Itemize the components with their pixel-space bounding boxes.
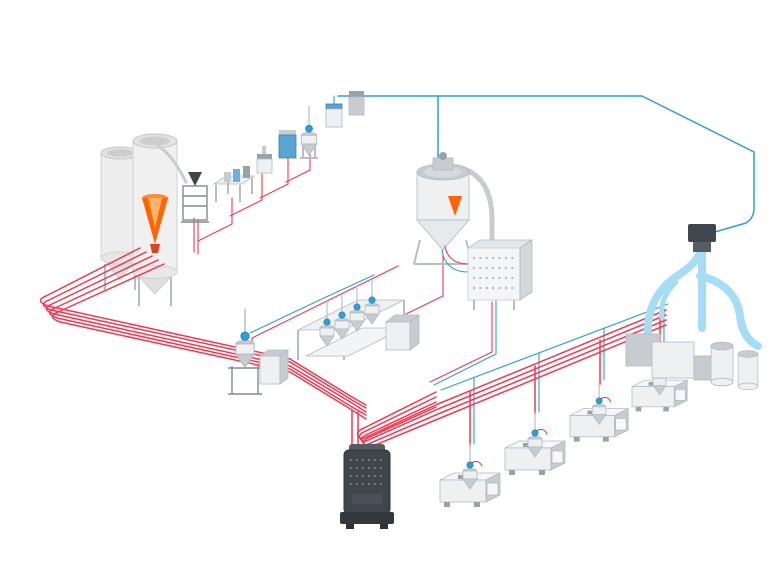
- table-item: [224, 172, 231, 182]
- red-run: [51, 263, 367, 420]
- dryer-hose-red: [444, 245, 469, 265]
- unit-lid: [349, 91, 364, 97]
- cabinet-front: [385, 321, 411, 351]
- frame-shelves: [181, 195, 209, 223]
- vent-stack: [262, 146, 266, 154]
- red-dryer-link: [429, 301, 493, 383]
- storage-silo-right: [132, 133, 178, 306]
- dryer-front: [467, 247, 521, 301]
- lid-cap: [439, 152, 447, 160]
- central-vacuum-station: [340, 444, 394, 529]
- auxiliary-silo-1: [710, 341, 734, 387]
- red-prep-1: [193, 217, 199, 255]
- material-outlet: [150, 244, 160, 253]
- hopper-bank-station: [297, 278, 421, 360]
- table-legs: [215, 177, 253, 202]
- red-run: [48, 259, 367, 416]
- bank-cabinet: [384, 314, 421, 351]
- hopper-loader-small: [300, 104, 318, 159]
- station-foot: [346, 524, 354, 529]
- dryer-legs: [473, 300, 515, 310]
- station-base: [340, 512, 394, 524]
- cyan-pipe-loop: [696, 272, 762, 350]
- red-hopper-link: [405, 255, 444, 315]
- pump-unit: [348, 91, 365, 116]
- air-line-network: [249, 95, 755, 445]
- unit-lid: [257, 154, 272, 159]
- station-foot: [380, 524, 388, 529]
- unit-body: [348, 96, 365, 116]
- table-item-blue: [233, 169, 240, 182]
- frame-hopper: [188, 172, 202, 186]
- storage-silos: [100, 133, 188, 306]
- auxiliary-silo-2: [737, 350, 759, 391]
- dryer-side: [519, 239, 533, 301]
- sieve-unit: [256, 146, 273, 174]
- dryer-hose-blue: [441, 249, 469, 273]
- dryer-grille: [473, 257, 515, 289]
- red-prep-2: [197, 197, 233, 242]
- tower-head: [688, 224, 716, 242]
- red-run: [39, 247, 367, 406]
- air-line-manifold: [440, 303, 669, 391]
- hopper-cone: [416, 219, 470, 251]
- red-prep-4: [259, 157, 289, 199]
- drying-hopper-station: [413, 152, 534, 310]
- unit-body: [256, 158, 273, 174]
- prep-line: [181, 91, 365, 223]
- cyan-pipe-branch: [659, 279, 679, 321]
- air-line-main: [337, 95, 755, 235]
- station-frame: [228, 366, 262, 395]
- station-cabinet: [258, 349, 290, 385]
- station-panel: [352, 494, 382, 504]
- tower-neck: [693, 242, 711, 252]
- air-line-dryer: [433, 299, 497, 386]
- cabinet-front: [259, 355, 281, 385]
- unit-lid: [325, 103, 343, 110]
- blower-unit: [278, 130, 297, 159]
- silo-opening: [140, 136, 170, 146]
- base-unit-2: [651, 341, 695, 379]
- fill-pipe: [156, 144, 188, 184]
- prep-table: [212, 166, 256, 202]
- table-item: [243, 166, 250, 178]
- sight-glass-material: [448, 196, 462, 216]
- red-prep-3: [229, 173, 263, 217]
- unit-body: [325, 108, 343, 128]
- loading-frame: [181, 172, 209, 223]
- red-run: [42, 251, 367, 409]
- base-unit-3: [693, 355, 713, 381]
- silo-opening: [107, 149, 133, 157]
- unit-body: [278, 134, 297, 159]
- unit-lid: [279, 130, 296, 135]
- dosing-station: [228, 308, 290, 395]
- dehumidifying-dryer: [441, 239, 534, 310]
- cabinet-side: [279, 349, 289, 385]
- silo-legs: [138, 277, 172, 306]
- red-run: [45, 255, 367, 413]
- air-line-bank: [249, 274, 375, 334]
- filter-unit: [325, 95, 343, 128]
- cabinet-side: [409, 314, 420, 351]
- material-cone-highlight: [148, 198, 162, 228]
- pelletizing-tower: [625, 224, 762, 391]
